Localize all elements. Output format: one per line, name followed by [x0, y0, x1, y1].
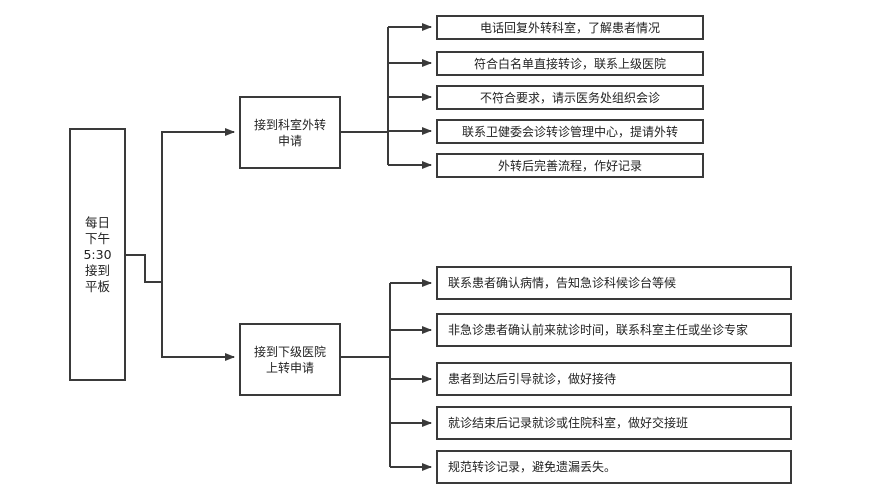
step-text: 就诊结束后记录就诊或住院科室，做好交接班 — [448, 416, 689, 430]
step-box: 联系患者确认病情，告知急诊科候诊台等候 — [436, 266, 792, 300]
step-box: 非急诊患者确认前来就诊时间，联系科室主任或坐诊专家 — [436, 313, 792, 347]
step-text: 不符合要求，请示医务处组织会诊 — [479, 90, 660, 105]
step-box: 规范转诊记录，避免遗漏丢失。 — [436, 450, 792, 484]
branch-label: 接到下级医院上转申请 — [253, 344, 326, 375]
root-line: 5:30 — [83, 246, 112, 262]
branch-label: 接到科室外转申请 — [253, 117, 326, 148]
root-to-branch-2-arrow — [161, 282, 235, 361]
step-text: 联系患者确认病情，告知急诊科候诊台等候 — [448, 276, 677, 290]
step-box: 符合白名单直接转诊，联系上级医院 — [436, 51, 704, 76]
step-box: 联系卫健委会诊转诊管理中心，提请外转 — [436, 119, 704, 144]
step-box: 就诊结束后记录就诊或住院科室，做好交接班 — [436, 406, 792, 440]
root-line: 接到 — [84, 262, 110, 278]
step-text: 外转后完善流程，作好记录 — [497, 158, 642, 173]
step-box: 患者到达后引导就诊，做好接待 — [436, 362, 792, 396]
step-text: 患者到达后引导就诊，做好接待 — [448, 372, 617, 386]
step-text: 符合白名单直接转诊，联系上级医院 — [473, 56, 666, 71]
root-line: 下午 — [84, 230, 110, 246]
step-box: 不符合要求，请示医务处组织会诊 — [436, 85, 704, 110]
step-box: 外转后完善流程，作好记录 — [436, 153, 704, 178]
root-to-branch-1-arrow — [161, 128, 235, 282]
root-connector — [126, 254, 162, 283]
root-node: 每日 下午 5:30 接到 平板 — [69, 128, 126, 381]
root-line: 平板 — [84, 278, 110, 294]
branch-node-upward-transfer: 接到下级医院上转申请 — [239, 323, 341, 396]
step-text: 联系卫健委会诊转诊管理中心，提请外转 — [461, 124, 678, 139]
step-text: 电话回复外转科室，了解患者情况 — [479, 20, 660, 35]
step-box: 电话回复外转科室，了解患者情况 — [436, 15, 704, 40]
step-text: 规范转诊记录，避免遗漏丢失。 — [448, 460, 617, 474]
root-line: 每日 — [84, 214, 110, 230]
branch-node-external-transfer: 接到科室外转申请 — [239, 96, 341, 169]
step-text: 非急诊患者确认前来就诊时间，联系科室主任或坐诊专家 — [448, 323, 749, 337]
